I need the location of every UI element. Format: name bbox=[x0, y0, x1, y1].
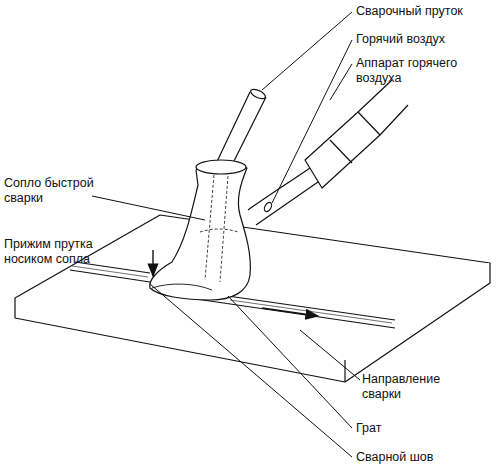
speed-welding-nozzle bbox=[150, 160, 251, 300]
part-label: Сопло быстрой сварки bbox=[4, 176, 96, 206]
part-label: Аппарат горячего воздуха bbox=[356, 56, 474, 86]
part-label: Сварочный пруток bbox=[356, 4, 494, 19]
part-label: Грат bbox=[356, 421, 476, 436]
leader-lines bbox=[92, 12, 360, 457]
part-label: Прижим прутка носиком сопла bbox=[4, 237, 100, 267]
part-label: Сварной шов bbox=[356, 450, 494, 465]
press-arrow bbox=[152, 250, 153, 276]
hot-air-apparatus bbox=[248, 80, 408, 225]
part-label: Направление сварки bbox=[362, 372, 482, 402]
direction-arrow bbox=[262, 308, 318, 316]
part-label: Горячий воздух bbox=[356, 32, 494, 47]
